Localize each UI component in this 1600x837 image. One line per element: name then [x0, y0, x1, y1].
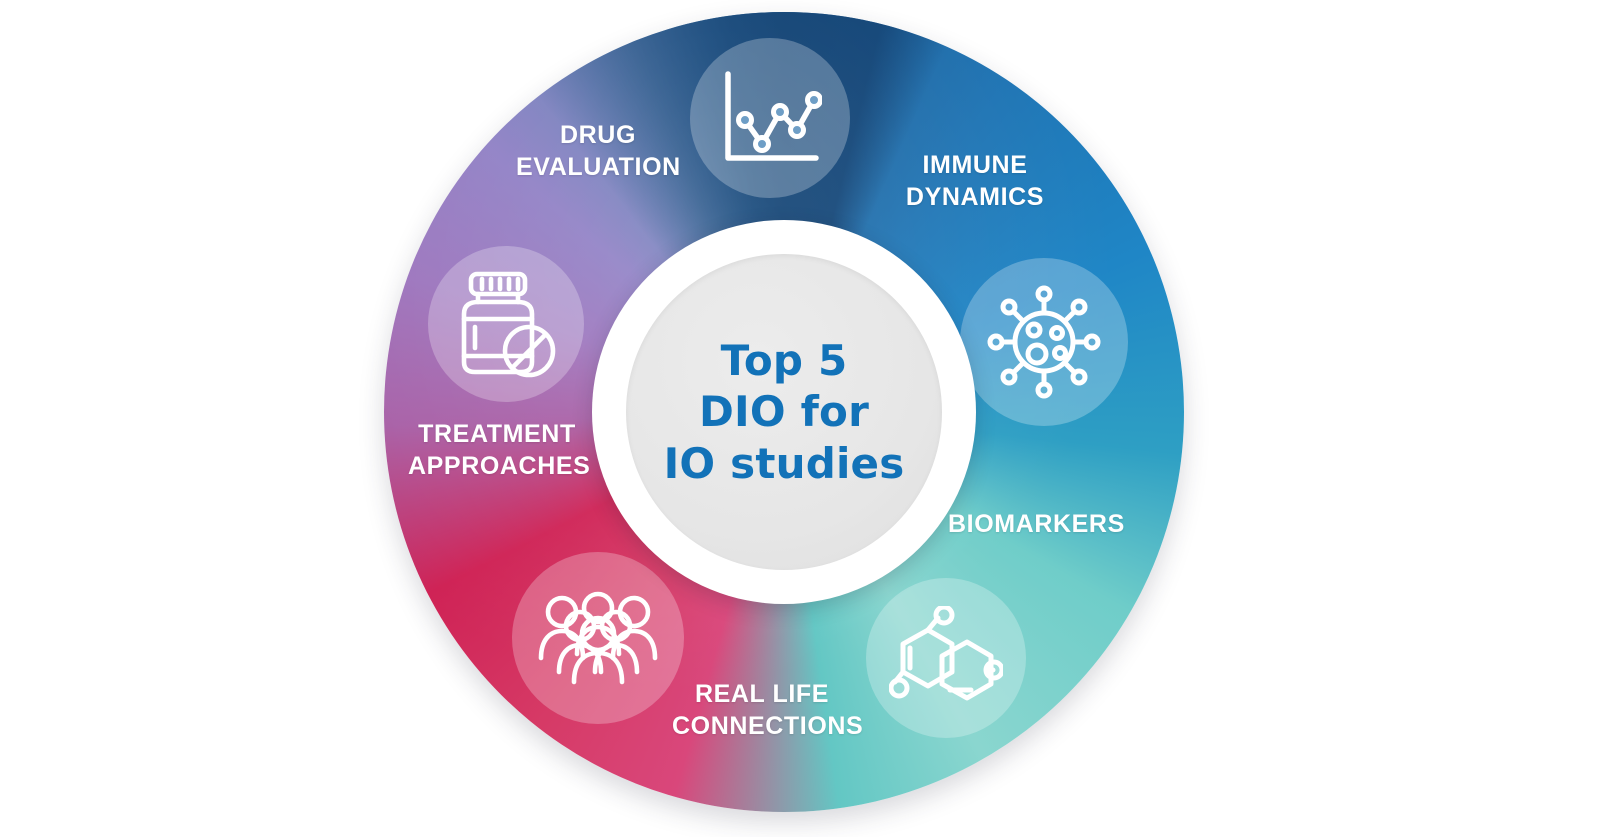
- molecule-icon: [889, 606, 1003, 710]
- segment-icon-real-life-connections[interactable]: [512, 552, 684, 724]
- page-title: Top 5 DIO for IO studies: [664, 335, 905, 490]
- segment-label-drug-evaluation-line-2: EVALUATION: [516, 153, 681, 181]
- segment-label-treatment-approaches-line-2: APPROACHES: [408, 452, 591, 480]
- line-chart-icon: [718, 68, 822, 168]
- segment-label-drug-evaluation-line-1: DRUG: [559, 121, 636, 149]
- center-hub-inner: Top 5 DIO for IO studies: [626, 254, 942, 570]
- segment-label-immune-dynamics-line-1: IMMUNE: [922, 151, 1028, 179]
- segment-icon-drug-evaluation[interactable]: [690, 38, 850, 198]
- segment-icon-immune-dynamics[interactable]: [960, 258, 1128, 426]
- segment-label-biomarkers-line-1: BIOMARKERS: [948, 510, 1125, 538]
- people-group-icon: [536, 590, 660, 686]
- segment-label-treatment-approaches: TREATMENT APPROACHES: [408, 418, 591, 482]
- segment-label-drug-evaluation: DRUG EVALUATION: [516, 119, 680, 183]
- center-title-line-3: IO studies: [663, 438, 905, 488]
- segment-ring: Top 5 DIO for IO studies: [384, 12, 1184, 812]
- segment-label-immune-dynamics-line-2: DYNAMICS: [905, 183, 1045, 211]
- segment-icon-treatment-approaches[interactable]: [428, 246, 584, 402]
- center-hub: Top 5 DIO for IO studies: [592, 220, 976, 604]
- virus-icon: [985, 283, 1103, 401]
- segment-label-real-life-connections-line-1: REAL LIFE: [694, 680, 830, 708]
- segment-label-real-life-connections: REAL LIFE CONNECTIONS: [672, 678, 864, 742]
- segment-icon-biomarkers[interactable]: [866, 578, 1026, 738]
- segment-label-immune-dynamics: IMMUNE DYNAMICS: [888, 149, 1062, 213]
- segment-label-biomarkers: BIOMARKERS: [948, 508, 1124, 540]
- segment-label-treatment-approaches-line-1: TREATMENT: [418, 420, 576, 448]
- pill-bottle-icon: [454, 270, 558, 378]
- center-title-line-1: Top 5: [720, 335, 848, 385]
- center-title-line-2: DIO for: [698, 387, 870, 437]
- segment-label-real-life-connections-line-2: CONNECTIONS: [672, 712, 864, 740]
